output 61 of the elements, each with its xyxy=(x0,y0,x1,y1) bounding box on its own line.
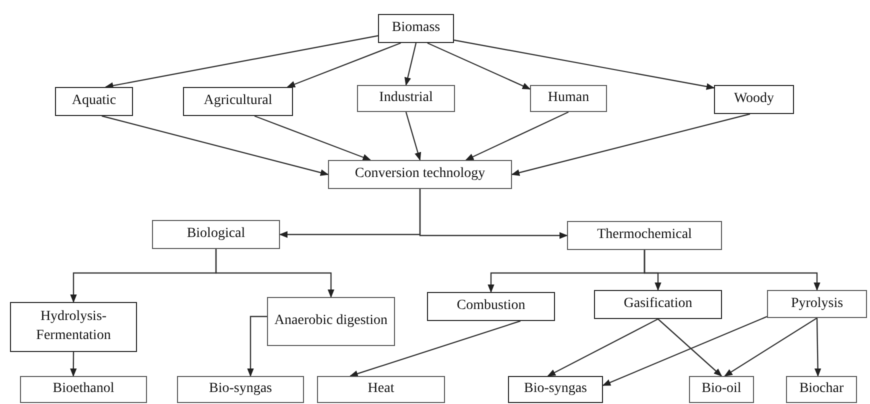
arrow xyxy=(349,320,521,377)
process-box xyxy=(767,290,867,318)
arrow xyxy=(254,115,372,161)
arrow xyxy=(70,352,77,377)
process-box xyxy=(177,376,304,403)
process-box xyxy=(317,376,445,403)
node-label: Pyrolysis xyxy=(790,294,844,313)
process-box xyxy=(786,376,857,403)
arrow xyxy=(644,250,820,291)
node-label: Biomass xyxy=(392,19,440,38)
node-label: Biochar xyxy=(799,380,844,398)
arrow xyxy=(104,35,378,89)
node-label: Agricultural xyxy=(204,92,272,110)
arrow xyxy=(454,40,715,90)
node-label: Bioethanol xyxy=(52,380,114,398)
node-label: Combustion xyxy=(456,297,526,316)
arrow xyxy=(427,42,531,90)
node-label: Industrial xyxy=(379,89,433,108)
process-box xyxy=(10,302,137,352)
node-label: Bio-syngas xyxy=(524,380,587,398)
process-box xyxy=(55,87,133,116)
process-box xyxy=(594,290,722,319)
process-box xyxy=(328,160,512,189)
process-box xyxy=(689,376,754,403)
arrow xyxy=(602,316,768,386)
node-label: Conversion technology xyxy=(354,165,486,184)
process-box xyxy=(267,297,395,346)
node-label: Biological xyxy=(186,225,246,244)
arrow xyxy=(724,318,818,376)
node-label: Aquatic xyxy=(72,92,116,110)
arrow xyxy=(814,318,822,377)
arrow xyxy=(215,249,334,298)
process-box xyxy=(714,85,794,114)
process-box xyxy=(183,87,293,116)
arrow xyxy=(405,112,422,161)
arrow xyxy=(419,189,568,239)
node-label: Thermochemical xyxy=(597,226,692,244)
node-label: Human xyxy=(548,89,590,108)
arrow xyxy=(547,318,658,377)
node-label: Woody xyxy=(734,90,774,108)
process-box xyxy=(567,221,722,250)
process-box xyxy=(20,376,147,403)
node-label: Hydrolysis-Fermentation xyxy=(35,308,112,345)
arrow xyxy=(465,111,569,161)
arrow xyxy=(102,115,329,176)
process-box xyxy=(152,220,280,249)
node-label: Bio-oil xyxy=(702,380,742,398)
process-box xyxy=(378,14,454,43)
node-label: Bio-syngas xyxy=(209,380,272,398)
node-label: Gasification xyxy=(624,295,692,314)
arrow xyxy=(404,42,417,86)
node-label: Anaerobic digestion xyxy=(274,312,388,330)
arrow xyxy=(247,316,267,377)
arrow xyxy=(286,42,402,88)
arrow xyxy=(511,113,750,176)
arrow xyxy=(658,318,722,377)
process-box xyxy=(357,85,455,112)
process-box xyxy=(427,292,555,321)
process-box xyxy=(508,376,603,403)
process-box xyxy=(530,85,607,112)
node-label: Heat xyxy=(368,380,394,398)
